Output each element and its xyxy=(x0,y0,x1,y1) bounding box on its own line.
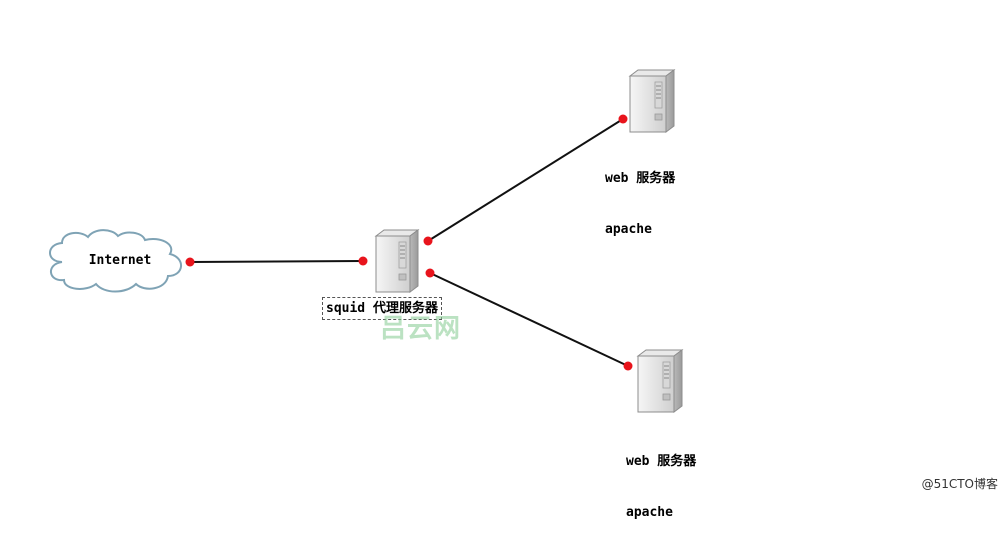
web-server-1-icon xyxy=(628,69,676,133)
watermark: 吕云网 xyxy=(380,314,462,344)
link-internet-proxy xyxy=(189,260,364,263)
source-credit: @51CTO博客 xyxy=(921,477,998,491)
endpoint-internet xyxy=(185,257,195,267)
proxy-server-icon xyxy=(374,229,420,293)
endpoint-web2 xyxy=(623,361,633,371)
endpoint-proxy-left xyxy=(358,256,368,266)
network-diagram: Internet squid 代理服务器 web 服务器 apache web … xyxy=(49,69,998,520)
web-server-2-sub: apache xyxy=(626,505,673,520)
link-proxy-web1 xyxy=(427,118,624,242)
internet-label: Internet xyxy=(88,253,152,268)
web-server-1-label: web 服务器 apache xyxy=(605,136,675,272)
diagram-canvas xyxy=(49,69,684,413)
web-server-1-sub: apache xyxy=(605,222,652,237)
web-server-2-name: web 服务器 xyxy=(626,454,697,469)
endpoint-proxy-upper xyxy=(423,236,433,246)
web-server-2-icon xyxy=(636,349,684,413)
endpoint-web1 xyxy=(618,114,628,124)
endpoint-proxy-lower xyxy=(425,268,435,278)
link-proxy-web2 xyxy=(429,272,629,367)
web-server-1-name: web 服务器 xyxy=(605,171,676,186)
web-server-2-label: web 服务器 apache xyxy=(626,419,696,555)
proxy-server-label: squid 代理服务器 xyxy=(322,297,442,320)
cloud-icon xyxy=(49,229,182,293)
